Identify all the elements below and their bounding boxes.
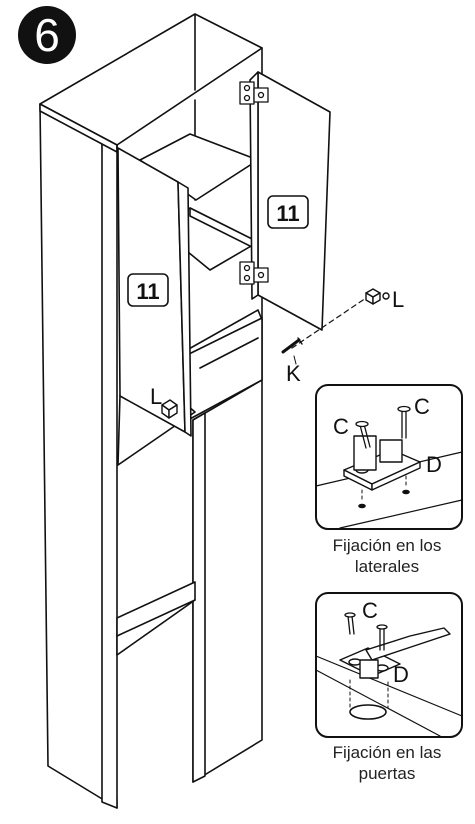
screw-k (281, 337, 303, 354)
part-label-l-right: L (392, 287, 404, 312)
panel-number-box-right (267, 195, 309, 229)
hinge-cup (339, 627, 451, 679)
guide-dashed-line (291, 297, 367, 349)
inset-top-label-c1: C (333, 414, 349, 439)
screw-c-left (355, 420, 371, 449)
inset-top-label-d: D (426, 452, 442, 477)
knob-left (161, 399, 178, 419)
inset-bottom-label-d: D (393, 662, 409, 687)
caption-puertas-line1: Fijación en las (332, 743, 442, 762)
left-door-edge (177, 181, 192, 437)
part-label-k: K (286, 361, 301, 386)
panel-number-left: 11 (136, 279, 159, 304)
door-screw-c2 (376, 624, 388, 651)
cup-hole (349, 704, 387, 720)
caption-puertas-line2: puertas (358, 764, 416, 783)
panel-number-box-left (127, 273, 169, 307)
hinge-bottom (239, 261, 269, 285)
step-number-badge: 6 (18, 6, 76, 64)
left-side-panel-edge (101, 139, 118, 809)
caption-puertas: Fijación en las puertas (307, 742, 467, 784)
inset-bottom-label-c: C (362, 598, 378, 623)
door-screw-c (344, 612, 356, 635)
part-label-l-left: L (150, 384, 162, 409)
screw-c-right (397, 405, 411, 439)
hinge-plate (343, 435, 421, 491)
caption-laterales: Fijación en los laterales (307, 535, 467, 577)
right-door-edge (249, 71, 259, 300)
right-side-panel-edge (192, 412, 206, 783)
hinge-top (239, 81, 269, 105)
panel-number-right: 11 (276, 201, 299, 226)
caption-laterales-line2: laterales (354, 557, 420, 576)
inset-top-label-c2: C (414, 394, 430, 419)
knob-right (365, 288, 390, 305)
caption-laterales-line1: Fijación en los (332, 536, 442, 555)
